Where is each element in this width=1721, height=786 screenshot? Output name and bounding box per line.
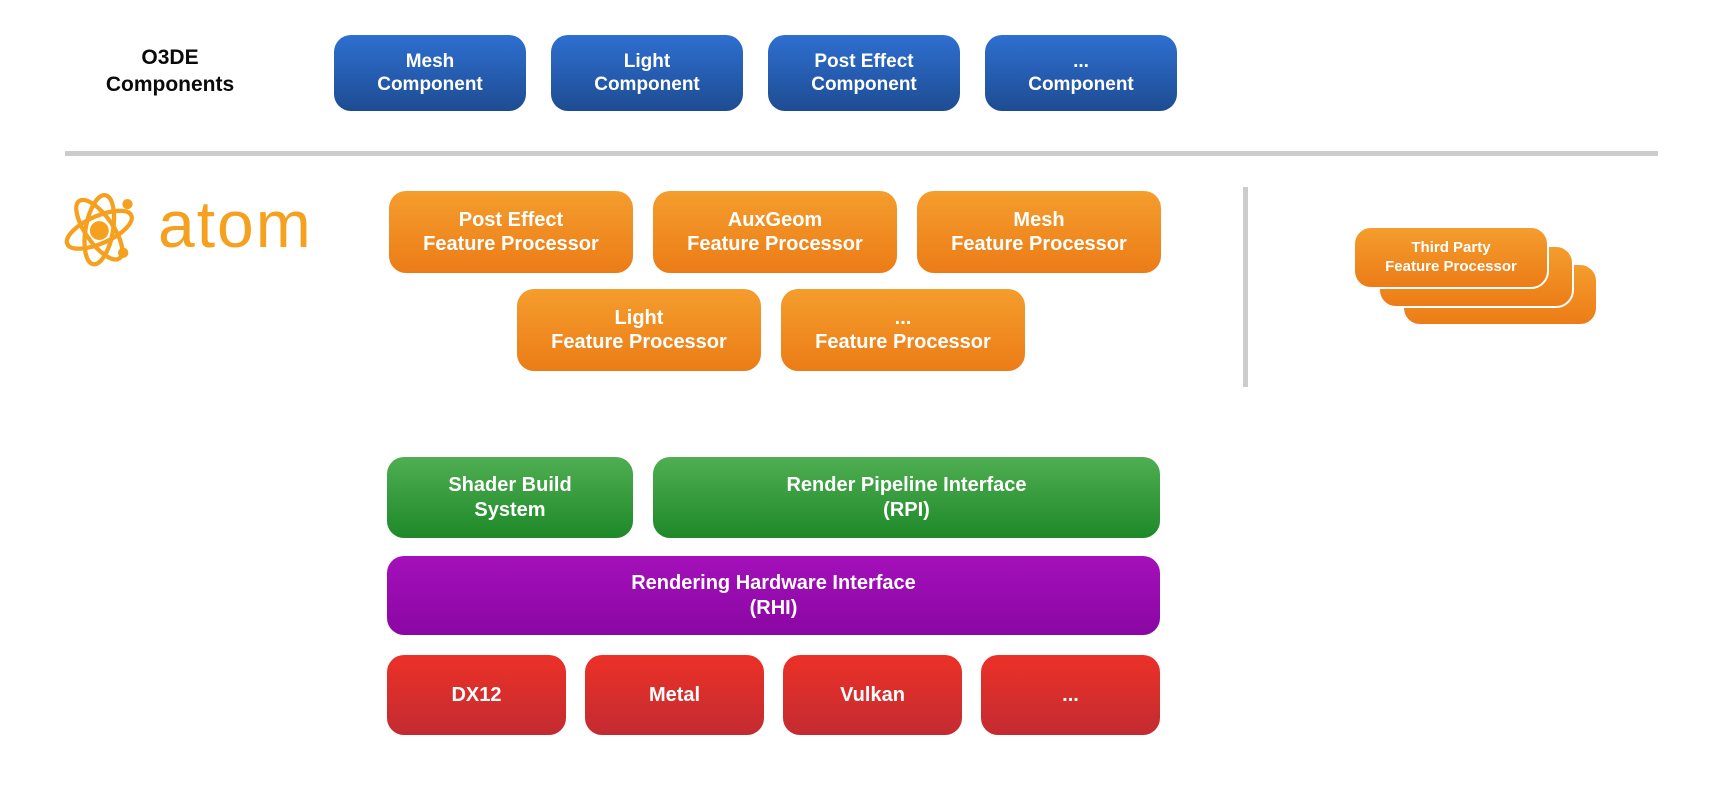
feature-processor-mesh: Mesh Feature Processor xyxy=(917,191,1161,273)
feature-processor-post-effect: Post Effect Feature Processor xyxy=(389,191,633,273)
feature-processor-auxgeom: AuxGeom Feature Processor xyxy=(653,191,897,273)
backend-box-dx12: DX12 xyxy=(387,655,566,735)
feature-processor-other: ... Feature Processor xyxy=(781,289,1025,371)
component-box-mesh: Mesh Component xyxy=(334,35,526,111)
feature-processor-light: Light Feature Processor xyxy=(517,289,761,371)
component-box-light: Light Component xyxy=(551,35,743,111)
shader-build-system-box: Shader Build System xyxy=(387,457,633,538)
component-box-other: ... Component xyxy=(985,35,1177,111)
backend-box-other: ... xyxy=(981,655,1160,735)
render-pipeline-interface-box: Render Pipeline Interface (RPI) xyxy=(653,457,1160,538)
rendering-hardware-interface-box: Rendering Hardware Interface (RHI) xyxy=(387,556,1160,635)
atom-logo: atom xyxy=(58,183,313,273)
component-box-post-effect: Post Effect Component xyxy=(768,35,960,111)
atom-icon xyxy=(58,187,144,269)
atom-logo-text: atom xyxy=(158,187,313,261)
o3de-components-label: O3DE Components xyxy=(105,46,235,97)
third-party-card-front: Third Party Feature Processor xyxy=(1353,226,1549,289)
backend-box-vulkan: Vulkan xyxy=(783,655,962,735)
vertical-divider xyxy=(1243,187,1248,387)
backend-box-metal: Metal xyxy=(585,655,764,735)
horizontal-divider xyxy=(65,151,1658,156)
